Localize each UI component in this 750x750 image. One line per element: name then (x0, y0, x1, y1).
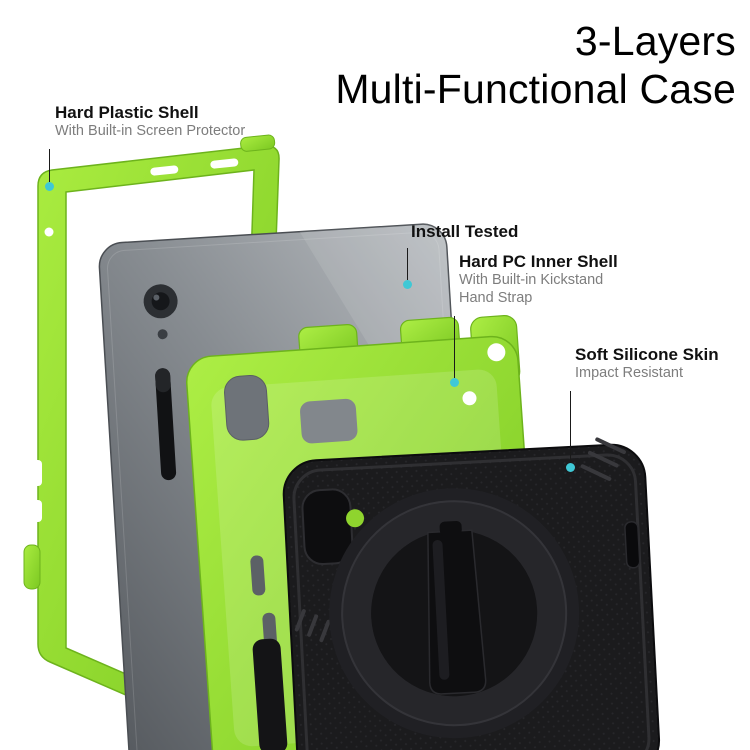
callout-sublabel: Hand Strap (459, 290, 533, 307)
title-line-1: 3-Layers (574, 18, 736, 64)
callout-sublabel: With Built-in Screen Protector (55, 123, 246, 140)
frame-side-tab (23, 544, 41, 590)
skin-corner-ridges (294, 609, 331, 643)
skin-side-slot (624, 521, 641, 569)
frame-corner-bumper (240, 134, 276, 152)
callout-dot-soft-silicone-skin (566, 463, 575, 472)
title-line-2: Multi-Functional Case (335, 65, 736, 112)
frame-side-slot (33, 460, 42, 486)
callout-label: Hard Plastic Shell (55, 103, 199, 122)
frame-button-slot (150, 165, 179, 176)
stylus-pen (155, 368, 177, 481)
callout-install-tested: Install Tested (411, 221, 518, 242)
callout-label: Soft Silicone Skin (575, 345, 719, 364)
shell-window-cutout (300, 398, 358, 444)
tablet-flash (157, 329, 168, 340)
callout-dot-hard-pc-inner-shell (450, 378, 459, 387)
ring-outer-ridge (329, 488, 580, 739)
callout-line-hard-plastic-shell (49, 149, 50, 182)
skin-corner-ridges (580, 437, 626, 481)
callout-line-install-tested (407, 248, 408, 280)
callout-line-soft-silicone-skin (570, 391, 571, 463)
callout-sublabel: With Built-in Kickstand (459, 272, 604, 289)
hand-strap-ring (341, 500, 568, 727)
shell-camera-cutout (224, 375, 270, 441)
callout-hard-pc-inner-shell: Hard PC Inner Shell With Built-in Kickst… (459, 251, 618, 308)
callout-soft-silicone-skin: Soft Silicone Skin Impact Resistant (575, 344, 719, 383)
frame-hole (44, 227, 54, 237)
callout-dot-hard-plastic-shell (45, 182, 54, 191)
silicone-skin-layer (282, 437, 661, 750)
callout-hard-plastic-shell: Hard Plastic Shell With Built-in Screen … (55, 102, 245, 141)
callout-line-hard-pc-inner-shell (454, 316, 455, 378)
product-title: 3-Layers Multi-Functional Case (335, 18, 736, 113)
frame-button-slot (210, 158, 239, 169)
callout-label: Hard PC Inner Shell (459, 252, 618, 271)
shell-strap-slot (250, 555, 266, 596)
frame-side-slot (33, 500, 42, 522)
callout-label: Install Tested (411, 222, 519, 241)
shell-hole (487, 343, 506, 362)
shell-hole (462, 391, 477, 406)
pen-holder (252, 638, 288, 750)
callout-dot-install-tested (403, 280, 412, 289)
callout-sublabel: Impact Resistant (575, 365, 683, 382)
skin-hole (346, 509, 365, 528)
